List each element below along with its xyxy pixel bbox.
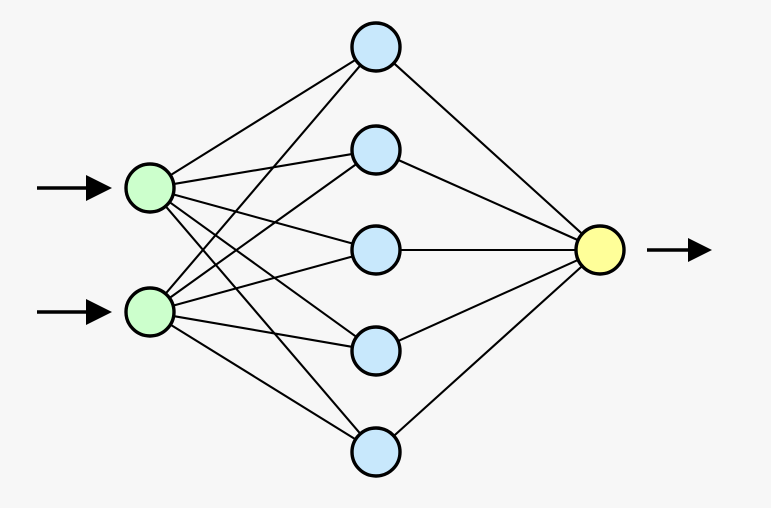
input-node-1[interactable] [124,162,176,214]
output-arrow-1 [647,238,712,262]
edge-h4-to-o1 [397,259,579,342]
edge-h2-to-o1 [397,159,579,241]
edge-i1-to-h1 [170,59,356,176]
edge-h1-to-o1 [393,62,583,235]
input-arrow-2 [37,299,112,325]
edge-i2-to-h1 [165,64,361,295]
edge-i2-to-h2 [169,163,357,299]
edge-i2-to-h5 [170,324,356,440]
edge-i2-to-h4 [173,315,353,348]
hidden-node-1[interactable] [350,21,402,73]
output-arrow-1-head-icon [688,238,712,262]
edge-i1-to-h2 [173,153,353,185]
hidden-node-2[interactable] [350,124,402,176]
output-node-1[interactable] [574,224,626,276]
input-arrow-1-head-icon [86,175,112,201]
edges-group [165,59,583,440]
io-arrows-group [37,175,712,325]
input-arrow-1 [37,175,112,201]
edge-i2-to-h3 [173,255,353,307]
nodes-group [124,21,626,478]
edge-h5-to-o1 [393,265,583,437]
edge-i1-to-h5 [165,205,361,435]
edge-i1-to-h3 [173,193,353,245]
input-node-2[interactable] [124,286,176,338]
hidden-node-5[interactable] [350,426,402,478]
hidden-node-3[interactable] [350,224,402,276]
input-arrow-2-head-icon [86,299,112,325]
edge-i1-to-h4 [169,201,357,338]
hidden-node-4[interactable] [350,325,402,377]
